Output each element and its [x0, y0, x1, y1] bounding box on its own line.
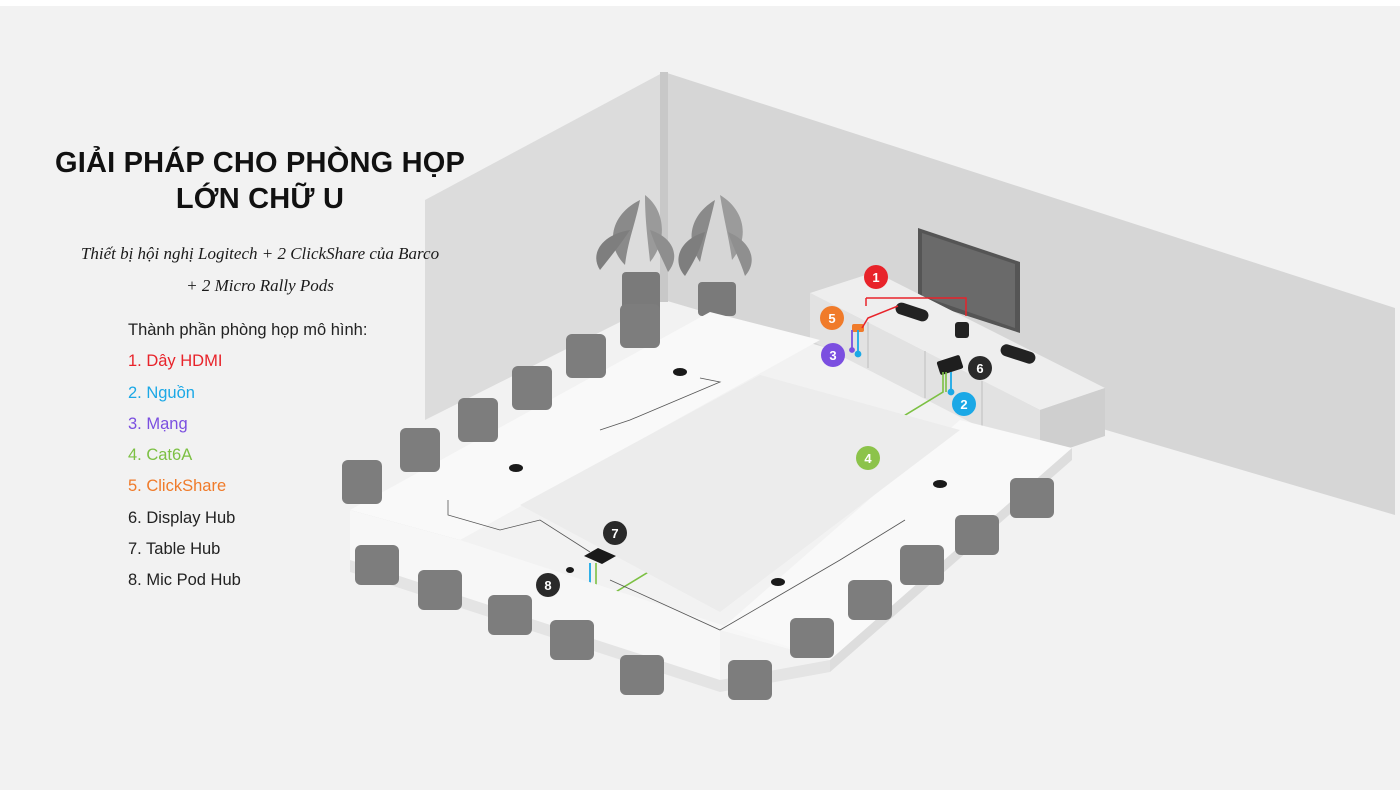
hdmi-cable	[861, 297, 967, 329]
marker-1: 1	[864, 265, 888, 289]
credenza-side	[1040, 388, 1105, 458]
title-line-2: LỚN CHỮ U	[175, 183, 345, 215]
marker-7-label: 7	[611, 526, 618, 541]
legend-heading: Thành phần phòng họp mô hình:	[128, 321, 368, 339]
marker-8: 8	[536, 573, 560, 597]
camera-bar	[895, 302, 929, 322]
legend-item-mic-pod-hub: 8. Mic Pod Hub	[128, 571, 241, 590]
marker-1-label: 1	[872, 270, 879, 285]
legend-item-cat6a: 4. Cat6A	[128, 446, 193, 465]
page-title: GIẢI PHÁP CHO PHÒNG HỌP LỚN CHỮ U	[40, 145, 480, 217]
subtitle: Thiết bị hội nghị Logitech + 2 ClickShar…	[30, 238, 490, 302]
table-inner-floor	[520, 375, 960, 612]
legend-item-network: 3. Mạng	[128, 414, 188, 433]
marker-5-label: 5	[828, 311, 835, 326]
plant-right	[678, 195, 752, 316]
marker-2-label: 2	[960, 397, 967, 412]
marker-3: 3	[821, 343, 845, 367]
marker-8-label: 8	[544, 578, 551, 593]
legend-item-clickshare: 5. ClickShare	[128, 477, 227, 496]
legend: Thành phần phòng họp mô hình: 1. Dây HDM…	[128, 315, 448, 597]
subtitle-line-1: Thiết bị hội nghị Logitech + 2 ClickShar…	[80, 244, 440, 263]
legend-list: 1. Dây HDMI 2. Nguồn 3. Mạng 4. Cat6A 5.…	[128, 346, 448, 596]
legend-item-display-hub: 6. Display Hub	[128, 508, 236, 527]
plant-left	[596, 195, 675, 314]
marker-6: 6	[968, 356, 992, 380]
marker-2: 2	[952, 392, 976, 416]
legend-item-hdmi: 1. Dây HDMI	[128, 352, 223, 371]
table-hub-device	[584, 548, 616, 564]
legend-item-table-hub: 7. Table Hub	[128, 540, 221, 559]
right-back-wall	[664, 72, 1395, 515]
table-cable-lines	[447, 377, 906, 631]
title-line-1: GIẢI PHÁP CHO PHÒNG HỌP	[54, 147, 466, 179]
display-hub-device	[936, 355, 964, 375]
network-cable	[849, 330, 855, 353]
marker-6-label: 6	[976, 361, 983, 376]
table-base-top	[350, 510, 830, 690]
speaker	[955, 322, 969, 338]
left-back-wall	[425, 72, 664, 420]
clickshare-base	[852, 324, 864, 332]
table-right-arm-top	[720, 420, 1072, 660]
marker-5: 5	[820, 306, 844, 330]
marker-7: 7	[603, 521, 627, 545]
chairs	[342, 304, 1054, 700]
marker-3-label: 3	[829, 348, 836, 363]
table-mic-pods	[509, 368, 947, 586]
table-left-arm-top	[350, 312, 820, 540]
speaker-right	[1000, 344, 1036, 364]
credenza-top	[810, 272, 1105, 410]
table-base-bottom	[350, 560, 830, 692]
marker-4-label: 4	[864, 451, 872, 466]
marker-4: 4	[856, 446, 880, 470]
subtitle-line-2: + 2 Micro Rally Pods	[186, 276, 334, 295]
legend-item-power: 2. Nguồn	[128, 383, 195, 402]
